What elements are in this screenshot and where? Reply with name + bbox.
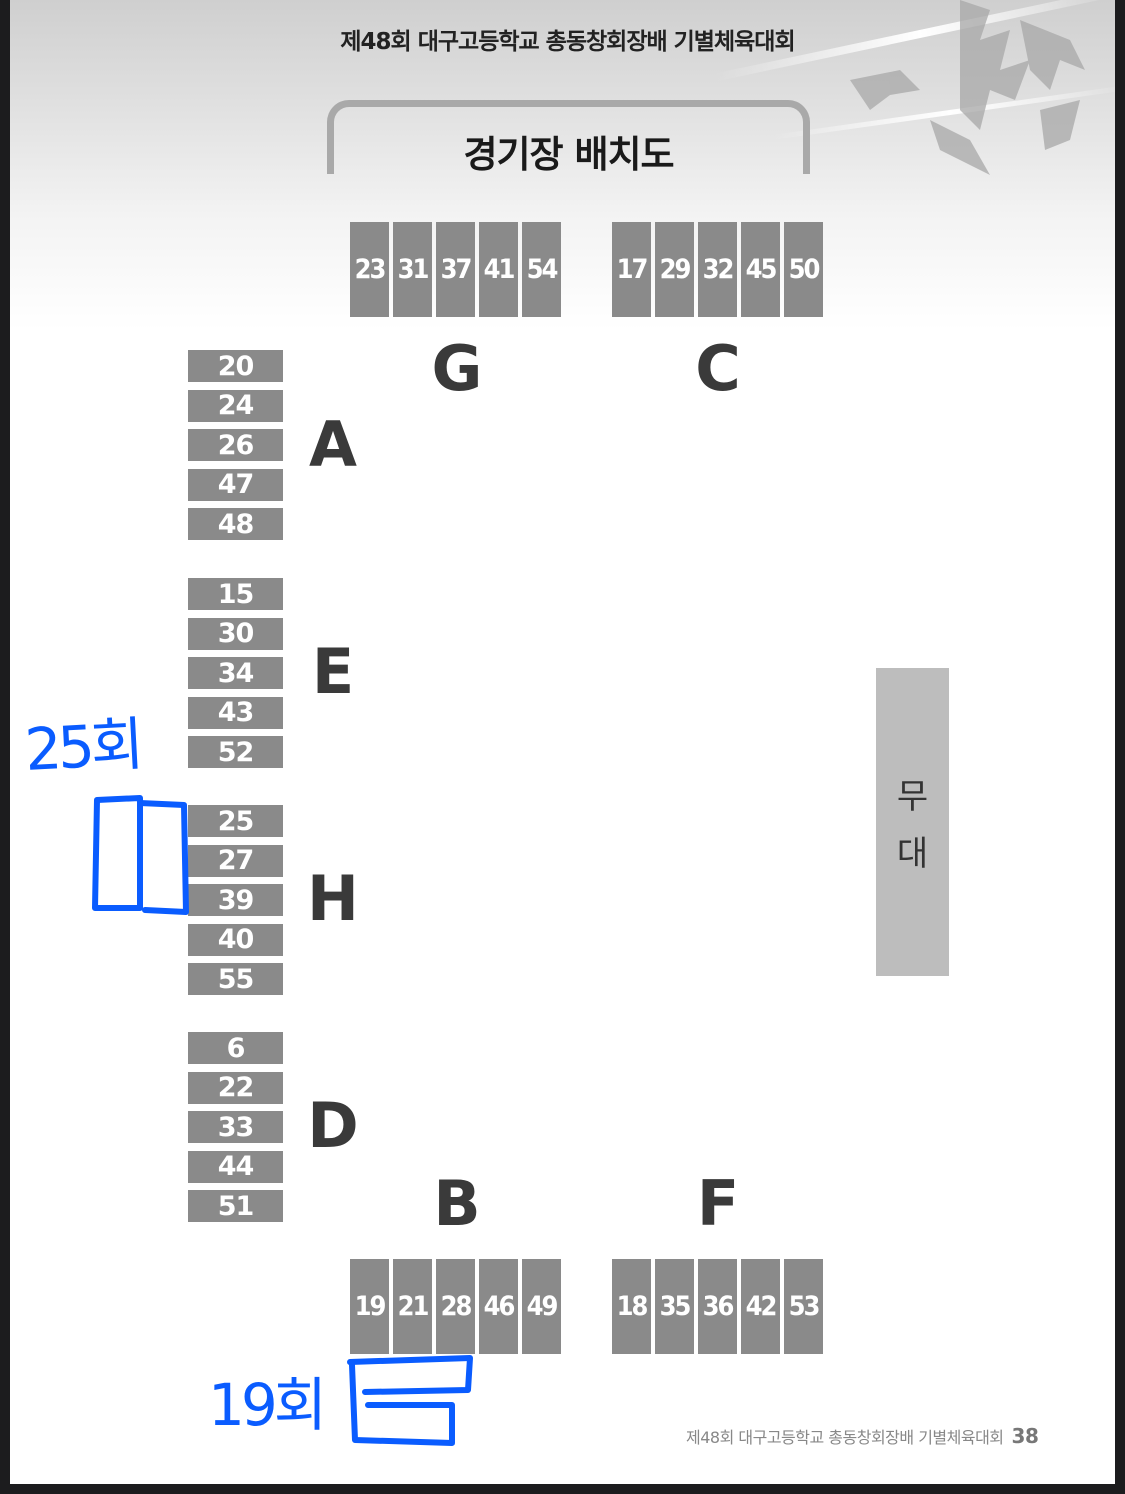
team-box: 37 [436,222,475,317]
team-box: 23 [350,222,389,317]
team-box: 51 [188,1190,283,1222]
team-box: 53 [784,1259,823,1354]
page-title: 경기장 배치도 [463,133,674,176]
team-box: 32 [698,222,737,317]
team-box: 20 [188,350,283,382]
group-letter-h: H [307,862,359,935]
group-d-boxes: 6 22 33 44 51 [188,1032,283,1222]
group-e-boxes: 15 30 34 43 52 [188,578,283,768]
team-box: 45 [741,222,780,317]
header-background [10,0,1115,330]
team-box: 29 [655,222,694,317]
team-box: 55 [188,963,283,995]
tiger-watermark-icon [850,0,1085,175]
team-box: 28 [436,1259,475,1354]
group-letter-f: F [696,1167,740,1240]
team-box: 30 [188,617,283,650]
footer-text: 제48회 대구고등학교 총동창회장배 기별체육대회 [686,1428,1004,1447]
group-c-boxes: 17 29 32 45 50 [612,222,823,317]
team-box: 54 [522,222,561,317]
document-page: 제48회 대구고등학교 총동창회장배 기별체육대회 경기장 배치도 23 31 … [10,0,1115,1484]
team-box: 52 [188,736,283,768]
team-box: 50 [784,222,823,317]
team-box: 27 [188,844,283,877]
team-box: 33 [188,1111,283,1143]
team-box: 18 [612,1259,651,1354]
team-box: 6 [188,1032,283,1064]
event-title: 제48회 대구고등학교 총동창회장배 기별체육대회 [340,29,795,55]
team-box: 19 [350,1259,389,1354]
group-letter-g: G [431,332,483,405]
stage-label: 대 [896,834,929,874]
team-box: 24 [188,389,283,422]
team-box: 48 [188,508,283,540]
team-box: 41 [479,222,518,317]
team-box: 46 [479,1259,518,1354]
group-letter-d: D [307,1089,359,1162]
group-g-boxes: 23 31 37 41 54 [350,222,561,317]
group-letter-a: A [309,408,357,481]
title-bracket [327,100,810,174]
team-box: 36 [698,1259,737,1354]
group-letter-c: C [695,332,741,405]
group-letter-b: B [433,1167,481,1240]
team-box: 47 [188,468,283,501]
team-box: 26 [188,429,283,461]
team-box: 15 [188,578,283,610]
group-h-boxes: 25 27 39 40 55 [188,805,283,995]
page-footer: 제48회 대구고등학교 총동창회장배 기별체육대회 38 [686,1424,1039,1448]
team-box: 49 [522,1259,561,1354]
team-box: 42 [741,1259,780,1354]
team-box: 39 [188,884,283,916]
group-f-boxes: 18 35 36 42 53 [612,1259,823,1354]
team-box: 21 [393,1259,432,1354]
team-box: 43 [188,696,283,729]
team-box: 44 [188,1150,283,1183]
team-box: 22 [188,1071,283,1104]
page-number: 38 [1011,1424,1039,1448]
team-box: 25 [188,805,283,837]
stage-label: 무 [896,777,929,817]
team-box: 40 [188,923,283,956]
group-b-boxes: 19 21 28 46 49 [350,1259,561,1354]
team-box: 34 [188,657,283,689]
team-box: 31 [393,222,432,317]
team-box: 35 [655,1259,694,1354]
team-box: 17 [612,222,651,317]
group-letter-e: E [311,635,355,708]
group-a-boxes: 20 24 26 47 48 [188,350,283,540]
stage-block: 무 대 [876,668,949,976]
